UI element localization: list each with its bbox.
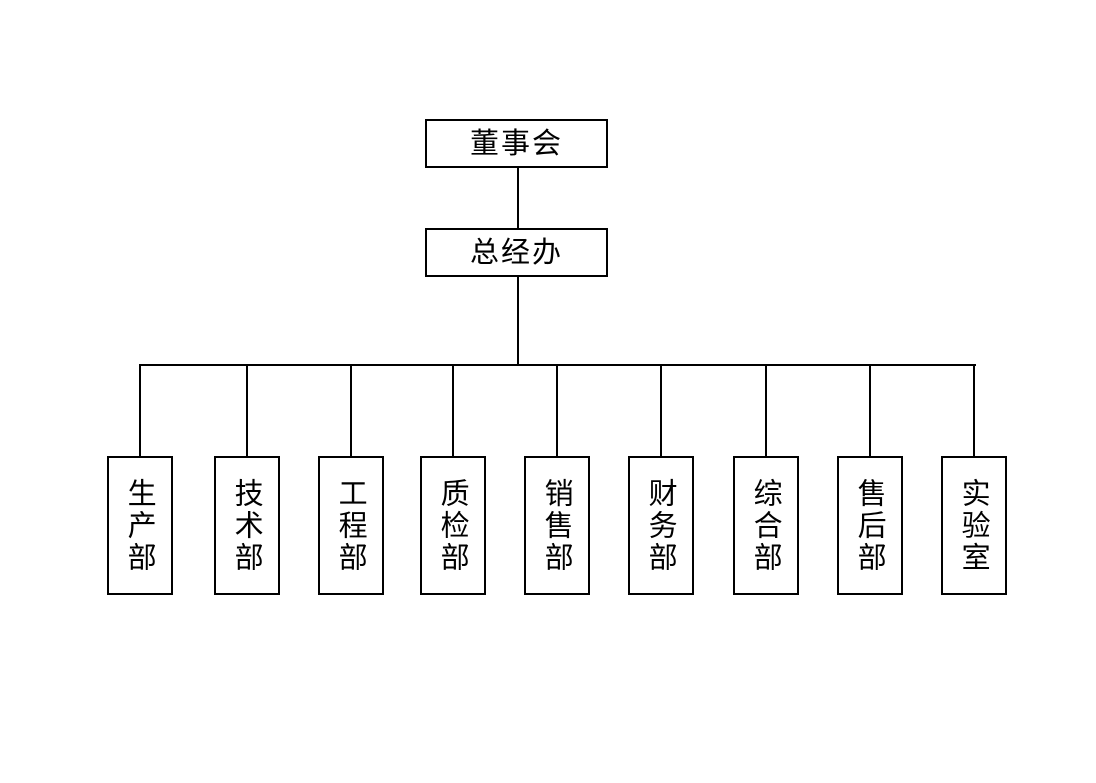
connector-bus-to-aftersales	[869, 364, 871, 456]
connector-bus-to-quality	[452, 364, 454, 456]
org-node-label-laboratory: 实验室	[957, 477, 992, 574]
org-node-gm[interactable]: 总经办	[425, 228, 608, 277]
connector-board-to-gm	[517, 168, 519, 228]
org-node-general[interactable]: 综合部	[733, 456, 799, 595]
connector-gm-to-bus	[517, 275, 519, 365]
org-node-label-engineering: 工程部	[334, 477, 369, 574]
org-node-engineering[interactable]: 工程部	[318, 456, 384, 595]
connector-bus-to-general	[765, 364, 767, 456]
connector-bus-to-finance	[660, 364, 662, 456]
org-node-aftersales[interactable]: 售后部	[837, 456, 903, 595]
connector-bus-to-production	[139, 364, 141, 456]
connector-bus-to-sales	[556, 364, 558, 456]
connector-horizontal-bus	[140, 364, 976, 366]
org-node-label-general: 综合部	[749, 477, 784, 574]
org-node-laboratory[interactable]: 实验室	[941, 456, 1007, 595]
org-node-label-technology: 技术部	[230, 477, 265, 574]
org-node-sales[interactable]: 销售部	[524, 456, 590, 595]
org-node-label-aftersales: 售后部	[853, 477, 888, 574]
org-node-technology[interactable]: 技术部	[214, 456, 280, 595]
connector-bus-to-engineering	[350, 364, 352, 456]
org-node-quality[interactable]: 质检部	[420, 456, 486, 595]
org-node-board[interactable]: 董事会	[425, 119, 608, 168]
connector-bus-to-technology	[246, 364, 248, 456]
org-node-label-board: 董事会	[469, 126, 563, 160]
org-node-finance[interactable]: 财务部	[628, 456, 694, 595]
org-node-label-production: 生产部	[123, 477, 158, 574]
connector-bus-to-laboratory	[973, 364, 975, 456]
org-node-label-sales: 销售部	[540, 477, 575, 574]
org-node-label-gm: 总经办	[469, 235, 563, 269]
org-node-label-quality: 质检部	[436, 477, 471, 574]
org-node-production[interactable]: 生产部	[107, 456, 173, 595]
org-node-label-finance: 财务部	[644, 477, 679, 574]
